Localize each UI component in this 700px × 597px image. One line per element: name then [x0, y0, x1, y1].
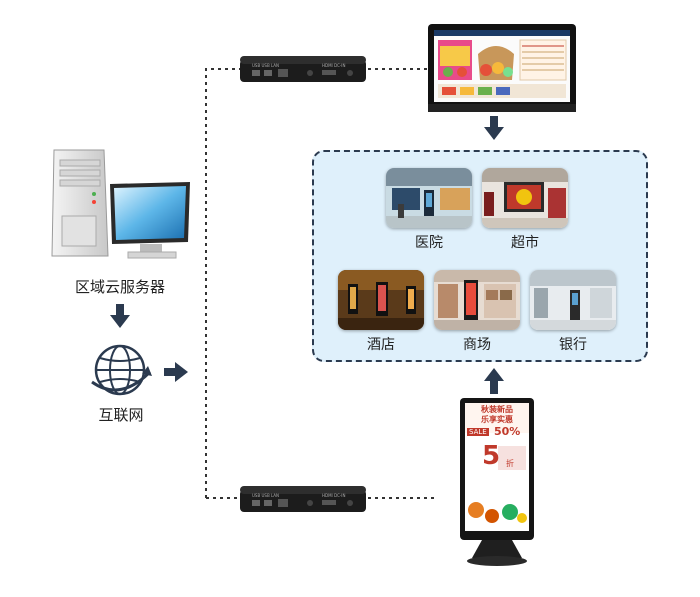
globe-icon: [91, 344, 152, 396]
venues-panel: [312, 150, 648, 362]
server-computer-icon: [51, 149, 190, 259]
kiosk-ad-line2: 乐享实惠: [481, 415, 513, 424]
svg-text:HDMI DC-IN: HDMI DC-IN: [322, 493, 345, 498]
kiosk-ad-big-number: 5: [482, 441, 501, 471]
server-label: 区域云服务器: [74, 278, 165, 296]
connector-left-vertical: [205, 68, 240, 498]
svg-text:USB USB LAN: USB USB LAN: [252, 63, 279, 68]
venue-image-hotel: [338, 270, 424, 330]
kiosk-ad-discount: 50%: [494, 425, 521, 438]
venue-image-mall: [434, 270, 520, 330]
svg-text:USB USB LAN: USB USB LAN: [252, 493, 279, 498]
venue-image-supermarket: [482, 168, 568, 228]
internet-label: 互联网: [98, 406, 144, 424]
arrow-down-top-screen: [484, 116, 504, 140]
arrow-down-server: [110, 304, 130, 328]
venue-label-bank: 银行: [559, 337, 587, 353]
kiosk-ad-sale: SALE: [467, 428, 489, 436]
media-player-box-bottom: USB USB LAN HDMI DC-IN: [240, 486, 366, 512]
kiosk-ad-small-text: 折: [506, 459, 514, 468]
venue-label-hospital: 医院: [415, 235, 443, 251]
venue-label-supermarket: 超市: [511, 235, 539, 251]
arrow-right-internet: [164, 362, 188, 382]
arrow-up-kiosk: [484, 368, 504, 394]
wall-display-screen: [428, 24, 576, 112]
media-player-box-top: USB USB LAN HDMI DC-IN: [240, 56, 366, 82]
venue-label-hotel: 酒店: [367, 337, 395, 353]
kiosk-ad-line1: 秋装新品: [481, 405, 513, 414]
venue-image-bank: [530, 270, 616, 330]
venue-image-hospital: [386, 168, 472, 228]
svg-text:HDMI DC-IN: HDMI DC-IN: [322, 63, 345, 68]
venue-label-mall: 商场: [463, 337, 491, 353]
